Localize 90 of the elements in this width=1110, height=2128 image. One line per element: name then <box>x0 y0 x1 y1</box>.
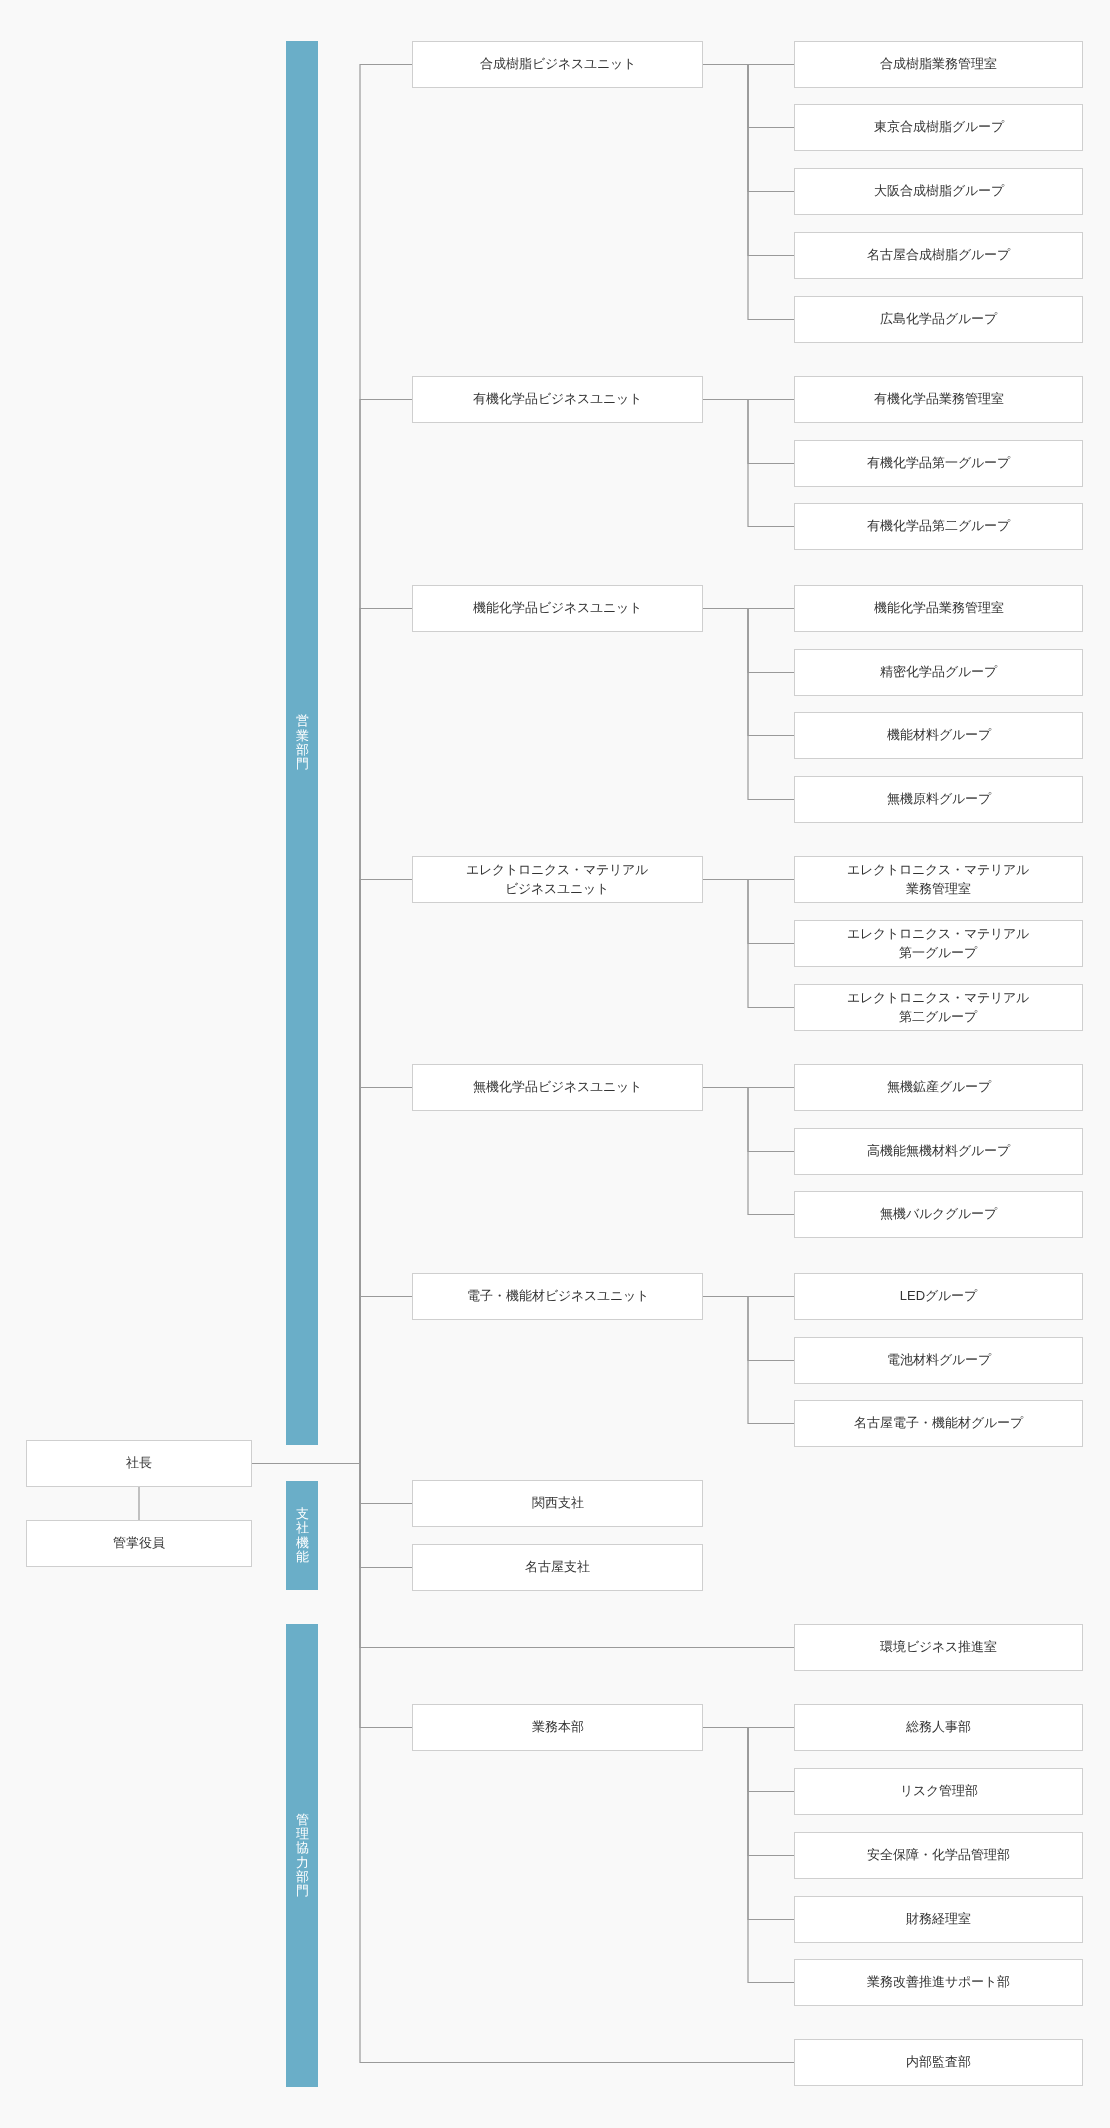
band-label: 管理協力部門 <box>295 1812 309 1899</box>
org-box <box>794 712 1083 759</box>
org-label: 精密化学品グループ <box>880 663 997 682</box>
org-label: 広島化学品グループ <box>880 310 997 329</box>
org-box <box>26 1440 252 1487</box>
org-label: 管掌役員 <box>113 1534 165 1553</box>
org-box <box>794 168 1083 215</box>
org-box <box>794 984 1083 1031</box>
org-label: 機能化学品ビジネスユニット <box>473 599 642 618</box>
org-label: 財務経理室 <box>906 1910 971 1929</box>
org-box <box>26 1520 252 1567</box>
org-box <box>794 1128 1083 1175</box>
department-band <box>286 1624 318 2087</box>
org-box <box>794 649 1083 696</box>
org-label: 高機能無機材料グループ <box>867 1142 1010 1161</box>
org-box <box>794 1959 1083 2006</box>
org-box <box>794 1273 1083 1320</box>
org-label: 名古屋合成樹脂グループ <box>867 246 1010 265</box>
org-box <box>794 776 1083 823</box>
org-box <box>794 1400 1083 1447</box>
org-label: 社長 <box>126 1454 152 1473</box>
org-box <box>412 1480 703 1527</box>
connector-line <box>702 878 795 1009</box>
org-box <box>794 920 1083 967</box>
org-box <box>794 856 1083 903</box>
org-label: 安全保障・化学品管理部 <box>867 1846 1010 1865</box>
org-label: 大阪合成樹脂グループ <box>873 182 1004 201</box>
org-label: 無機化学品ビジネスユニット <box>473 1078 642 1097</box>
org-label: 東京合成樹脂グループ <box>873 118 1004 137</box>
org-box <box>794 232 1083 279</box>
org-label: 環境ビジネス推進室 <box>880 1638 997 1657</box>
connector-line <box>702 1295 795 1425</box>
org-box <box>794 440 1083 487</box>
org-label: エレクトロニクス・マテリアルビジネスユニット <box>465 860 650 898</box>
org-box <box>794 376 1083 423</box>
org-box <box>412 1544 703 1591</box>
org-box <box>794 296 1083 343</box>
org-box <box>412 1704 703 1751</box>
org-label: 有機化学品第二グループ <box>867 517 1010 536</box>
department-band <box>286 1481 318 1590</box>
org-box <box>794 1337 1083 1384</box>
org-box <box>794 41 1083 88</box>
org-label: 無機鉱産グループ <box>886 1078 991 1097</box>
org-box <box>794 1191 1083 1238</box>
org-label: 有機化学品ビジネスユニット <box>473 390 642 409</box>
org-label: 機能化学品業務管理室 <box>873 599 1004 618</box>
org-label: 有機化学品業務管理室 <box>873 390 1004 409</box>
org-box <box>412 41 703 88</box>
connector-line <box>702 607 795 801</box>
connector-line <box>702 398 795 528</box>
org-box <box>794 2039 1083 2086</box>
org-box <box>412 1273 703 1320</box>
org-label: 機能材料グループ <box>886 726 991 745</box>
department-band <box>286 41 318 1445</box>
org-box <box>794 1832 1083 1879</box>
org-box <box>794 104 1083 151</box>
band-label: 営業部門 <box>295 714 309 772</box>
org-label: 内部監査部 <box>906 2053 971 2072</box>
org-label: 業務本部 <box>531 1718 584 1737</box>
org-label: 名古屋支社 <box>525 1558 590 1577</box>
org-label: 業務改善推進サポート部 <box>867 1973 1010 1992</box>
org-label: 有機化学品第一グループ <box>867 454 1010 473</box>
org-label: 合成樹脂ビジネスユニット <box>479 55 636 74</box>
org-box <box>412 856 703 903</box>
org-label: 無機バルクグループ <box>880 1205 997 1224</box>
org-label: リスク管理部 <box>899 1782 978 1801</box>
org-box <box>794 1624 1083 1671</box>
org-label: エレクトロニクス・マテリアル第二グループ <box>846 988 1031 1026</box>
org-box <box>794 1064 1083 1111</box>
org-box <box>412 376 703 423</box>
org-label: 合成樹脂業務管理室 <box>880 55 997 74</box>
org-label: 電池材料グループ <box>886 1351 991 1370</box>
org-box <box>412 1064 703 1111</box>
org-box <box>794 1768 1083 1815</box>
connector-line <box>702 1086 795 1216</box>
org-label: 名古屋電子・機能材グループ <box>854 1414 1023 1433</box>
org-label: エレクトロニクス・マテリアル第一グループ <box>846 924 1031 962</box>
band-label: 支社機能 <box>295 1506 309 1565</box>
org-box <box>412 585 703 632</box>
org-box <box>794 503 1083 550</box>
org-box <box>794 585 1083 632</box>
org-label: 電子・機能材ビジネスユニット <box>466 1287 649 1306</box>
org-label: 無機原料グループ <box>886 790 991 809</box>
org-label: LEDグループ <box>899 1287 978 1306</box>
org-box <box>794 1704 1083 1751</box>
org-label: 総務人事部 <box>906 1718 971 1737</box>
connector-line <box>138 1486 140 1521</box>
org-box <box>794 1896 1083 1943</box>
org-label: エレクトロニクス・マテリアル業務管理室 <box>846 860 1031 898</box>
org-label: 関西支社 <box>531 1494 584 1513</box>
